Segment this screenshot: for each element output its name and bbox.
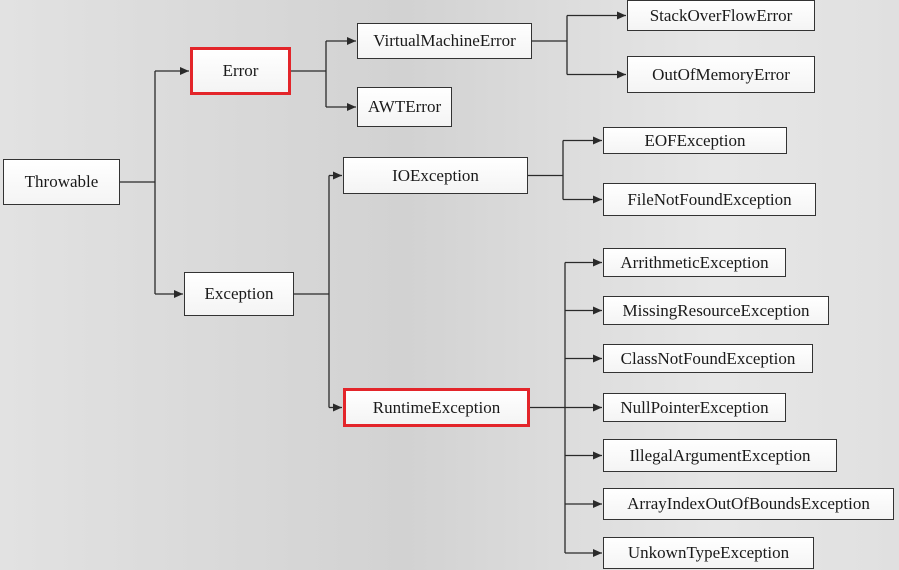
node-missing-resource-exception: MissingResourceException [603,296,829,325]
node-awt-error: AWTError [357,87,452,127]
node-runtime-exception: RuntimeException [343,388,530,427]
node-virtual-machine-error: VirtualMachineError [357,23,532,59]
node-arithmetic-exception: ArrithmeticException [603,248,786,277]
node-exception: Exception [184,272,294,316]
node-unknown-type-exception: UnkownTypeException [603,537,814,569]
node-illegal-argument-exception: IllegalArgumentException [603,439,837,472]
node-error: Error [190,47,291,95]
node-null-pointer-exception: NullPointerException [603,393,786,422]
node-eof-exception: EOFException [603,127,787,154]
node-throwable: Throwable [3,159,120,205]
node-class-not-found-exception: ClassNotFoundException [603,344,813,373]
node-array-index-out-of-bounds-exception: ArrayIndexOutOfBoundsException [603,488,894,520]
node-stack-overflow-error: StackOverFlowError [627,0,815,31]
node-io-exception: IOException [343,157,528,194]
node-file-not-found-exception: FileNotFoundException [603,183,816,216]
node-out-of-memory-error: OutOfMemoryError [627,56,815,93]
